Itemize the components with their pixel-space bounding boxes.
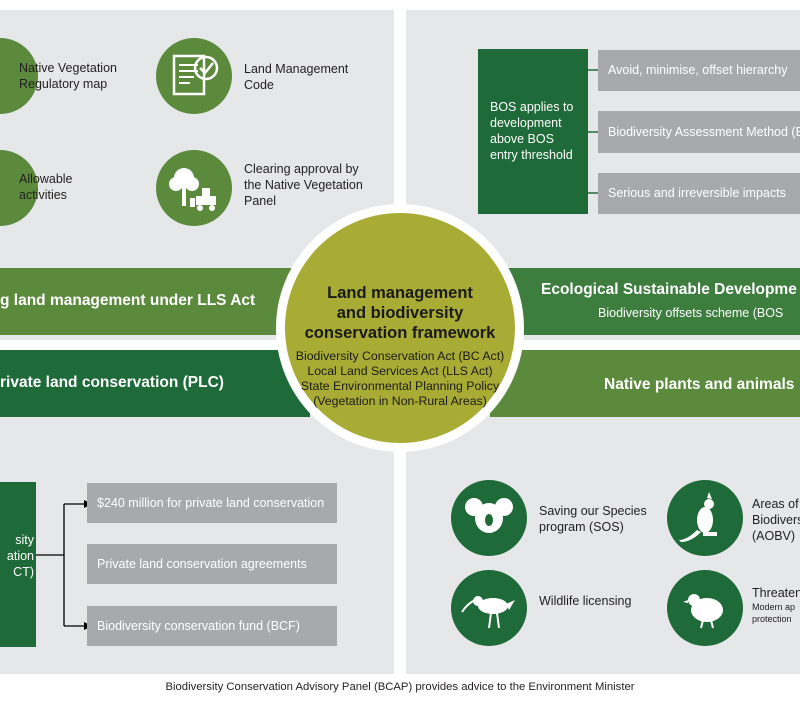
band-esd-sub: Biodiversity offsets scheme (BOS <box>598 306 784 320</box>
center-title-line-3: conservation framework <box>304 324 496 342</box>
checklist-icon <box>156 38 232 114</box>
sos-label: Saving our Species program (SOS) <box>539 504 647 534</box>
wildlife-licensing-label: Wildlife licensing <box>539 594 632 608</box>
act-sepp-2: (Vegetation in Non-Rural Areas) <box>313 394 487 408</box>
bird-icon <box>451 570 527 646</box>
act-sepp: State Environmental Planning Policy <box>300 379 500 393</box>
koala-icon <box>451 480 527 556</box>
serious-impacts-box: Serious and irreversible impacts <box>598 173 800 214</box>
band-plc-label: rivate land conservation (PLC) <box>0 374 224 391</box>
plc-240m-box: $240 million for private land conservati… <box>87 483 337 523</box>
allowable-activities-label: Allowable activities <box>19 172 73 202</box>
band-native-label: Native plants and animals <box>604 376 795 393</box>
band-esd-title: Ecological Sustainable Developme <box>541 281 797 298</box>
band-lls: g land management under LLS Act <box>0 268 310 335</box>
center-title-line-1: Land management <box>327 284 473 302</box>
clearing-approval-label: Clearing approval by the Native Vegetati… <box>244 162 363 208</box>
band-native: Native plants and animals <box>490 350 800 417</box>
center-circle: Land management and biodiversity conserv… <box>276 204 524 452</box>
connector-top-right <box>588 69 598 194</box>
act-bc: Biodiversity Conservation Act (BC Act) <box>295 349 505 363</box>
band-esd: Ecological Sustainable Developme Biodive… <box>490 268 800 335</box>
band-plc: rivate land conservation (PLC) <box>0 350 310 417</box>
center-acts: Biodiversity Conservation Act (BC Act) L… <box>285 349 515 409</box>
land-management-code-label: Land Management Code <box>244 62 349 92</box>
quail-icon <box>667 570 743 646</box>
bos-box: BOS applies to development above BOS ent… <box>478 49 588 214</box>
center-title: Land management and biodiversity conserv… <box>285 283 515 343</box>
kangaroo-icon <box>667 480 743 556</box>
threatened-sub: Modern ap protection <box>752 602 796 624</box>
map-label: Native Vegetation Regulatory map <box>19 61 117 91</box>
tree-bulldozer-icon <box>156 150 232 226</box>
trust-box-text: sity ation CT) <box>6 533 34 579</box>
bcf-box: Biodiversity conservation fund (BCF) <box>87 606 337 646</box>
footer-note: Biodiversity Conservation Advisory Panel… <box>165 681 635 693</box>
center-title-line-2: and biodiversity <box>336 304 464 322</box>
threatened-label: Threaten <box>752 586 800 600</box>
plc-agreements-box: Private land conservation agreements <box>87 544 337 584</box>
connector-bottom-left <box>36 500 92 630</box>
bam-box: Biodiversity Assessment Method (B <box>598 111 800 153</box>
avoid-minimise-box: Avoid, minimise, offset hierarchy <box>598 50 800 91</box>
aobv-label: Areas of Biodivers (AOBV) <box>752 497 800 543</box>
band-lls-label: g land management under LLS Act <box>0 292 256 309</box>
act-lls: Local Land Services Act (LLS Act) <box>307 364 493 378</box>
bos-box-text: BOS applies to development above BOS ent… <box>490 100 574 162</box>
trust-box <box>0 482 36 647</box>
